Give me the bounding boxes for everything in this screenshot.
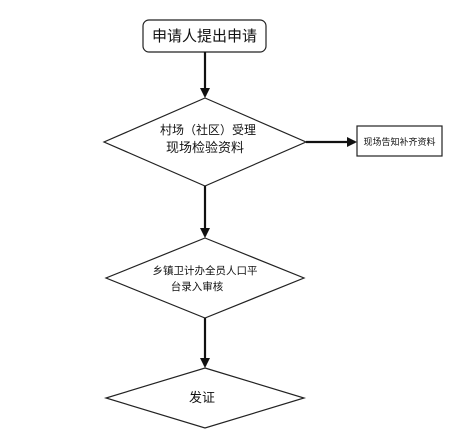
decision-audit-line1: 乡镇卫计办全员人口平: [153, 264, 258, 277]
decision-audit-node: 乡镇卫计办全员人口平 台录入审核: [104, 237, 306, 319]
decision-review-line2: 现场检验资料: [166, 140, 244, 156]
decision-issue-label: 发证: [189, 390, 215, 406]
supplement-materials-label: 现场告知补齐资料: [363, 136, 435, 148]
supplement-materials-node: 现场告知补齐资料: [356, 125, 443, 157]
decision-review-node: 村场（社区）受理 现场检验资料: [102, 97, 308, 187]
decision-audit-line2: 台录入审核: [171, 280, 224, 293]
start-node-label: 申请人提出申请: [152, 27, 257, 45]
decision-issue-node: 发证: [103, 367, 307, 429]
start-node: 申请人提出申请: [142, 19, 267, 53]
decision-review-line1: 村场（社区）受理: [160, 122, 256, 137]
